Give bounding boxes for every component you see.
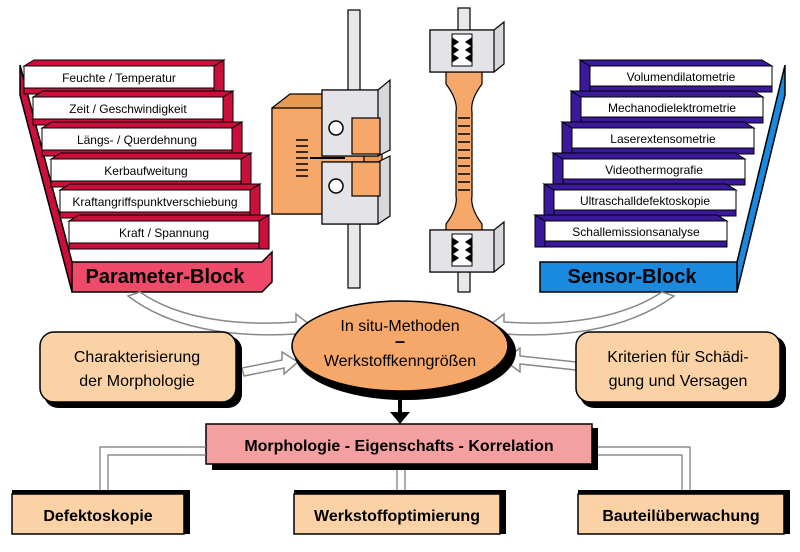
- parameter-item: Längs- / Querdehnung: [40, 121, 244, 157]
- output-box: Werkstoffoptimierung: [293, 490, 506, 535]
- parameter-item: Kraft / Spannung: [67, 214, 271, 250]
- sensor-item: Volumendilatometrie: [578, 59, 774, 93]
- output-box: Defektoskopie: [11, 490, 190, 535]
- input-arrows: [126, 291, 676, 377]
- morphology-box: Charakterisierung der Morphologie: [39, 331, 242, 408]
- morphology-line1: Charakterisierung: [74, 349, 200, 366]
- morphology-to-center-arrow: [241, 350, 300, 377]
- sensor-block-title: Sensor-Block: [568, 266, 698, 288]
- sensor-block: Sensor-Block VolumendilatometrieMechanod…: [533, 59, 786, 293]
- parameter-item-label: Längs- / Querdehnung: [77, 133, 197, 147]
- sensor-item: Mechanodielektrometrie: [569, 90, 765, 124]
- sensor-item-label: Mechanodielektrometrie: [608, 101, 736, 115]
- morphology-line2: der Morphologie: [79, 373, 195, 390]
- parameter-block-title-bar: [71, 250, 273, 293]
- sensor-item-label: Ultraschalldefektoskopie: [580, 194, 710, 208]
- correlation-label: Morphologie - Eigenschafts - Korrelation: [244, 438, 553, 455]
- sensor-block-title-bar: [539, 261, 738, 293]
- criteria-line2: gung und Versagen: [609, 373, 748, 390]
- center-title-line2: Werkstoffkenngrößen: [324, 353, 476, 370]
- center-dash: –: [395, 331, 405, 351]
- output-box: Bauteilüberwachung: [577, 490, 790, 535]
- output-label: Bauteilüberwachung: [602, 508, 759, 525]
- criteria-line1: Kriterien für Schädi-: [607, 349, 748, 366]
- center-to-correlation-arrowhead: [390, 412, 410, 424]
- output-connectors: [99, 446, 691, 490]
- tensile-specimen-illustration: [429, 7, 505, 293]
- sensor-item-label: Volumendilatometrie: [627, 70, 736, 84]
- sensor-item: Schallemissionsanalyse: [533, 214, 729, 248]
- sensor-item-list: VolumendilatometrieMechanodielektrometri…: [533, 59, 774, 248]
- parameter-item: Feuchte / Temperatur: [22, 59, 226, 95]
- parameter-item: Kerbaufweitung: [49, 152, 253, 188]
- sensor-item: Laserextensometrie: [560, 121, 756, 155]
- sensor-item-label: Laserextensometrie: [610, 132, 716, 146]
- parameter-item-label: Kerbaufweitung: [104, 164, 187, 178]
- sensor-item: Ultraschalldefektoskopie: [542, 183, 738, 217]
- center-title-line1: In situ-Methoden: [340, 318, 459, 335]
- sensor-item: Videothermografie: [551, 152, 747, 186]
- criteria-box: Kriterien für Schädi- gung und Versagen: [575, 331, 786, 408]
- parameter-item-label: Zeit / Geschwindigkeit: [69, 102, 187, 116]
- ct-specimen-illustration: [271, 9, 391, 289]
- output-boxes: Defektoskopie Werkstoffoptimierung Bauteil…: [11, 490, 790, 535]
- parameter-item: Kraftangriffspunktverschiebung: [58, 183, 262, 219]
- parameter-block-title: Parameter-Block: [86, 266, 246, 288]
- output-label: Defektoskopie: [43, 508, 152, 525]
- parameter-item-label: Kraft / Spannung: [119, 226, 209, 240]
- correlation-box: Morphologie - Eigenschafts - Korrelation: [205, 423, 598, 470]
- parameter-item: Zeit / Geschwindigkeit: [31, 90, 235, 126]
- sensor-item-label: Videothermografie: [605, 163, 703, 177]
- output-label: Werkstoffoptimierung: [314, 508, 480, 525]
- parameter-item-label: Kraftangriffspunktverschiebung: [72, 195, 237, 209]
- parameter-item-label: Feuchte / Temperatur: [62, 71, 176, 85]
- center-node: In situ-Methoden – Werkstoffkenngrößen: [291, 300, 516, 400]
- sensor-item-label: Schallemissionsanalyse: [572, 225, 700, 239]
- criteria-to-center-arrow: [502, 346, 577, 374]
- parameter-block: Parameter-Block Feuchte / TemperaturZeit…: [19, 59, 273, 293]
